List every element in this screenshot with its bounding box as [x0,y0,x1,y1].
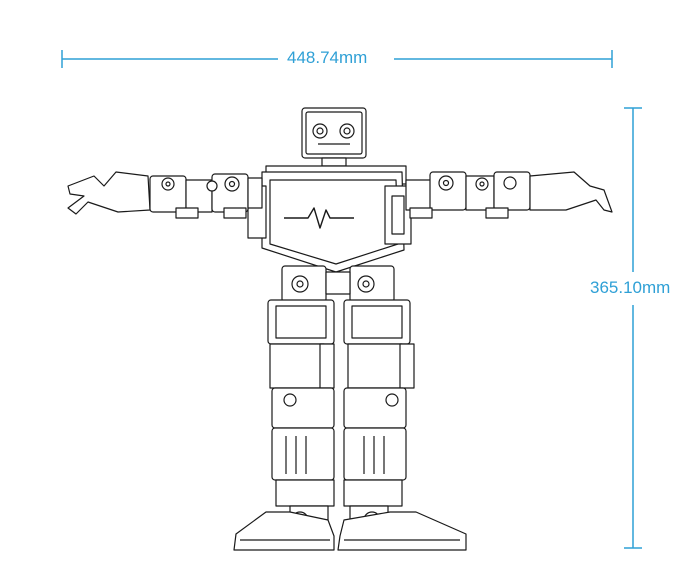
robot-head [301,107,367,167]
height-dimension-label: 365.10mm [586,278,675,298]
robot-hips [281,265,395,303]
height-dimension-line [624,107,642,549]
robot-torso [247,165,412,273]
robot-left-leg [233,299,335,551]
width-dimension-line [61,50,613,68]
robot-left-arm [67,171,263,219]
width-dimension-label: 448.74mm [283,48,372,68]
robot-right-arm [405,171,613,219]
robot-right-leg [337,299,467,551]
